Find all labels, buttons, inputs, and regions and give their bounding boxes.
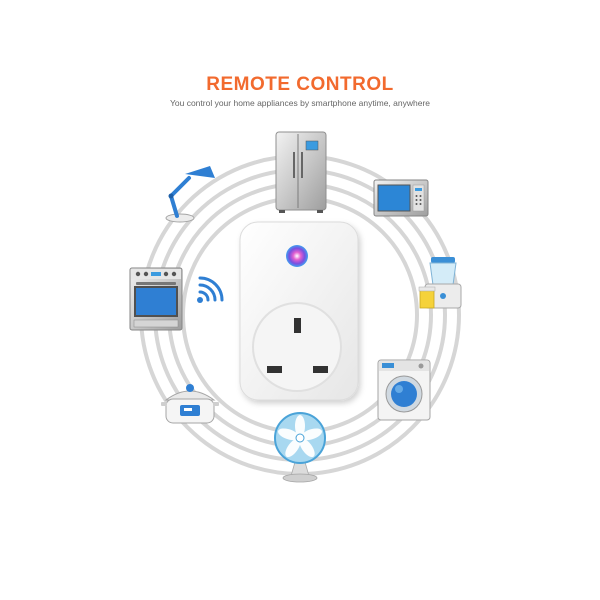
washing-machine-icon bbox=[377, 359, 431, 421]
oven-icon bbox=[129, 267, 183, 331]
smart-plug bbox=[239, 221, 359, 401]
fan-icon bbox=[274, 412, 326, 483]
rice-cooker-icon bbox=[161, 384, 219, 424]
socket-face bbox=[252, 302, 342, 392]
wifi-icon bbox=[197, 276, 224, 303]
page-title: REMOTE CONTROL bbox=[206, 74, 394, 95]
microwave-icon bbox=[373, 179, 429, 217]
led-indicator bbox=[286, 245, 308, 267]
page-subtitle: You control your home appliances by smar… bbox=[169, 98, 431, 108]
juicer-icon bbox=[418, 257, 462, 309]
live-slot bbox=[267, 366, 282, 373]
refrigerator-icon bbox=[275, 131, 327, 213]
earth-slot bbox=[294, 318, 301, 333]
neutral-slot bbox=[313, 366, 328, 373]
desk-lamp-icon bbox=[165, 166, 215, 223]
